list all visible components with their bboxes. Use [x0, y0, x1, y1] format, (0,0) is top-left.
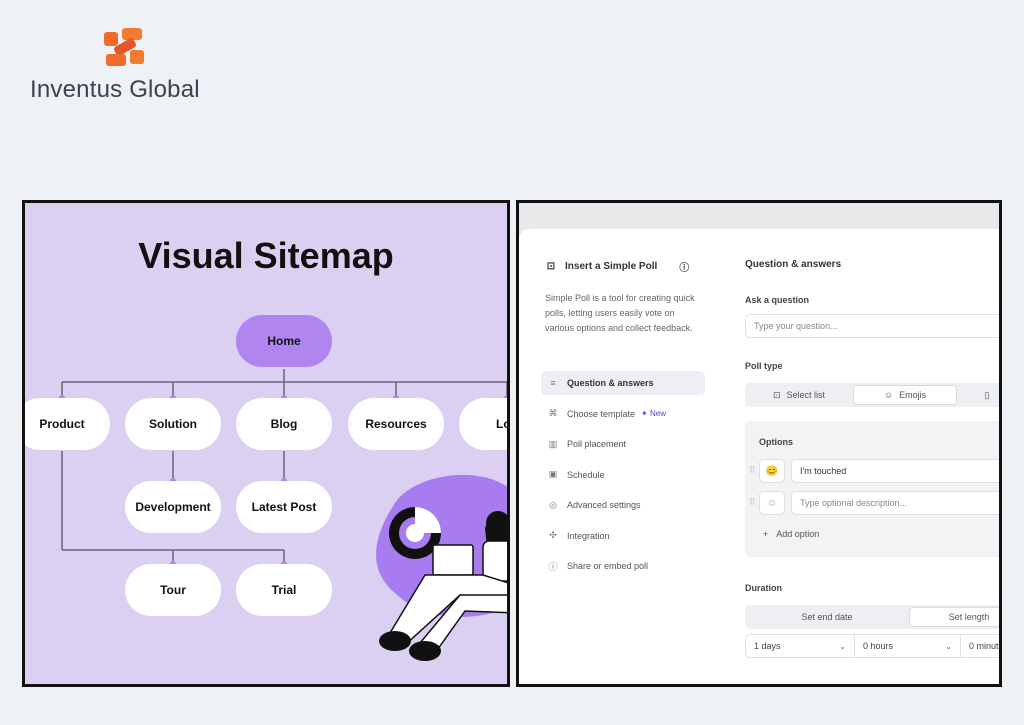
nav-item-share-embed[interactable]: ⓘ Share or embed poll — [548, 561, 649, 572]
smiling-emoji-icon: 😊 — [765, 465, 779, 477]
poll-sidebar-header: ⊡ Insert a Simple Poll ⓘ — [545, 259, 689, 274]
new-badge: ✦ New — [641, 409, 666, 418]
sitemap-title: Visual Sitemap — [138, 235, 394, 276]
option-2-input[interactable]: Type optional description... — [791, 491, 999, 515]
drag-handle-icon[interactable]: ⠿ — [749, 497, 756, 507]
sitemap-node-login[interactable]: Log — [459, 398, 507, 450]
info-icon: ⓘ — [548, 561, 558, 572]
duration-toggle: Set end date Set length — [745, 605, 999, 629]
duration-minutes-select[interactable]: 0 minutes — [961, 634, 999, 658]
sitemap-node-solution[interactable]: Solution — [125, 398, 221, 450]
sitemap-node-product[interactable]: Product — [25, 398, 110, 450]
option-1-input[interactable]: I'm touched — [791, 459, 999, 483]
person-with-laptop-illustration — [376, 474, 507, 661]
sitemap-node-blog[interactable]: Blog — [236, 398, 332, 450]
question-input[interactable]: Type your question... — [745, 314, 999, 338]
sitemap-panel: Visual Sitemap Home Product Solution Blo… — [22, 200, 510, 687]
nav-item-advanced-settings[interactable]: ◎ Advanced settings — [541, 493, 705, 517]
duration-set-length[interactable]: Set length — [909, 607, 999, 627]
poll-type-toggle: ⊡ Select list ☺ Emojis ▯ — [745, 383, 999, 407]
ask-question-label: Ask a question — [745, 295, 810, 305]
nav-item-schedule[interactable]: ▣ Schedule — [548, 469, 605, 480]
more-type-icon: ▯ — [984, 389, 990, 400]
brand-name: Inventus Global — [30, 76, 200, 103]
add-emoji-icon: ☺ — [766, 497, 778, 509]
chevron-down-icon: ⌄ — [839, 641, 846, 651]
sitemap-node-resources[interactable]: Resources — [348, 398, 444, 450]
list-icon: ⊡ — [772, 389, 781, 400]
poll-screenshot-panel: ⊡ Insert a Simple Poll ⓘ Simple Poll is … — [516, 200, 1002, 687]
poll-insert-icon: ⊡ — [546, 261, 556, 272]
duration-days-select[interactable]: 1 days ⌄ — [745, 634, 855, 658]
nav-item-choose-template[interactable]: ⌘ Choose template ✦ New — [548, 408, 666, 419]
plus-icon: + — [763, 529, 769, 539]
add-option-button[interactable]: +Add option — [763, 529, 820, 539]
sitemap-node-latest-post[interactable]: Latest Post — [236, 481, 332, 533]
duration-label: Duration — [745, 583, 782, 593]
duration-set-end-date[interactable]: Set end date — [801, 612, 853, 622]
poll-main: Question & answers Ask a question Type y… — [745, 229, 999, 684]
duration-hours-select[interactable]: 0 hours ⌄ — [855, 634, 961, 658]
brand: Inventus Global — [30, 28, 230, 108]
lines-icon: ≡ — [550, 378, 556, 388]
sitemap-node-trial[interactable]: Trial — [236, 564, 332, 616]
info-icon[interactable]: ⓘ — [679, 263, 690, 274]
calendar-icon: ▣ — [548, 469, 558, 479]
smiley-icon: ☺ — [883, 390, 894, 400]
nav-item-poll-placement[interactable]: ▥ Poll placement — [548, 438, 627, 450]
sitemap-node-development[interactable]: Development — [125, 481, 221, 533]
drag-handle-icon[interactable]: ⠿ — [749, 465, 756, 475]
options-box: Options ⠿ 😊 I'm touched ⠿ ☺ Type optiona… — [745, 421, 999, 557]
poll-type-emojis[interactable]: ☺ Emojis — [853, 385, 957, 405]
poll-type-label: Poll type — [745, 361, 783, 371]
poll-sidebar-nav: ≡ Question & answers ⌘ Choose template ✦… — [541, 371, 705, 585]
nav-item-integration[interactable]: ✣ Integration — [541, 524, 705, 548]
poll-type-more[interactable]: ▯ — [975, 385, 999, 405]
poll-sidebar-description: Simple Poll is a tool for creating quick… — [545, 293, 695, 333]
emoji-picker-button[interactable]: ☺ — [759, 491, 785, 515]
settings-icon: ◎ — [549, 499, 557, 510]
sitemap-node-home[interactable]: Home — [236, 315, 332, 367]
nav-item-question-answers[interactable]: ≡ Question & answers — [541, 371, 705, 395]
template-icon: ⌘ — [548, 408, 558, 418]
poll-sidebar: ⊡ Insert a Simple Poll ⓘ Simple Poll is … — [519, 229, 715, 684]
placement-icon: ▥ — [548, 438, 558, 449]
section-title: Question & answers — [745, 259, 842, 270]
brand-logo-icon — [104, 28, 144, 66]
poll-card: ⊡ Insert a Simple Poll ⓘ Simple Poll is … — [519, 229, 999, 684]
emoji-picker-button[interactable]: 😊 — [759, 459, 785, 483]
poll-type-select-list[interactable]: ⊡ Select list — [772, 389, 826, 401]
poll-sidebar-title: Insert a Simple Poll — [565, 261, 658, 272]
sitemap-node-tour[interactable]: Tour — [125, 564, 221, 616]
sparkle-icon: ✣ — [549, 530, 557, 540]
options-label: Options — [759, 437, 793, 447]
chevron-down-icon: ⌄ — [945, 641, 952, 651]
